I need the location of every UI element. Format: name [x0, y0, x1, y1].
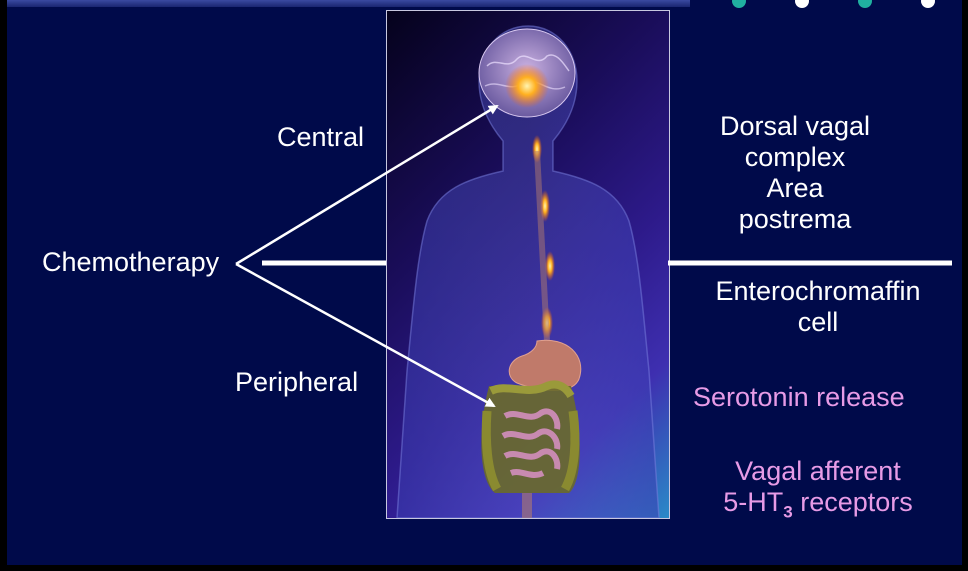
central-target-line: Dorsal vagal	[690, 111, 900, 142]
central-target-line: Area	[690, 173, 900, 204]
label-chemotherapy: Chemotherapy	[42, 247, 219, 278]
arrow-to-brain	[236, 106, 497, 264]
receptor-prefix: 5-HT	[723, 487, 783, 517]
receptor-subscript: 3	[783, 502, 792, 521]
peripheral-target-text: Enterochromaffin cell	[690, 276, 946, 338]
central-target-line: complex	[690, 142, 900, 173]
serotonin-release-text: Serotonin release	[693, 382, 905, 413]
central-target-line: postrema	[690, 204, 900, 235]
central-target-text: Dorsal vagal complex Area postrema	[690, 111, 900, 235]
receptor-suffix: receptors	[793, 487, 913, 517]
label-central: Central	[277, 122, 364, 153]
vagal-afferent-line: Vagal afferent	[690, 456, 946, 487]
peripheral-target-line: Enterochromaffin	[690, 276, 946, 307]
vagal-afferent-text: Vagal afferent 5-HT3 receptors	[690, 456, 946, 527]
peripheral-target-line: cell	[690, 307, 946, 338]
label-peripheral: Peripheral	[235, 367, 358, 398]
receptor-line: 5-HT3 receptors	[690, 487, 946, 527]
